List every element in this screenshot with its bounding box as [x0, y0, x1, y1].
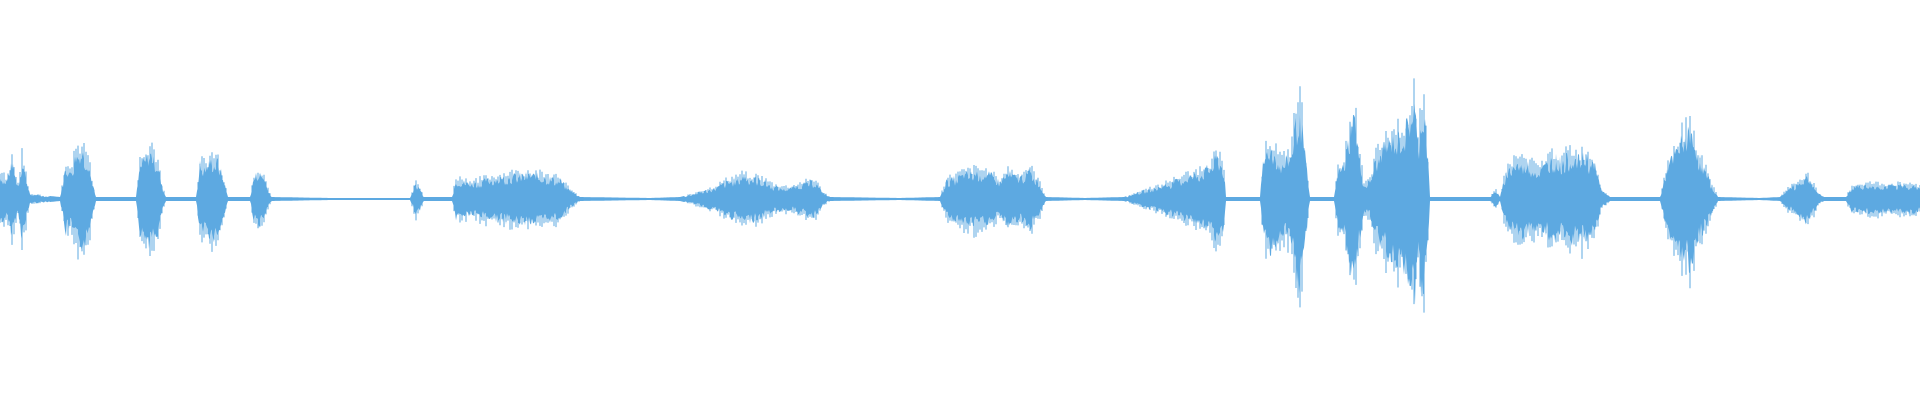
waveform-bars [0, 78, 1920, 313]
